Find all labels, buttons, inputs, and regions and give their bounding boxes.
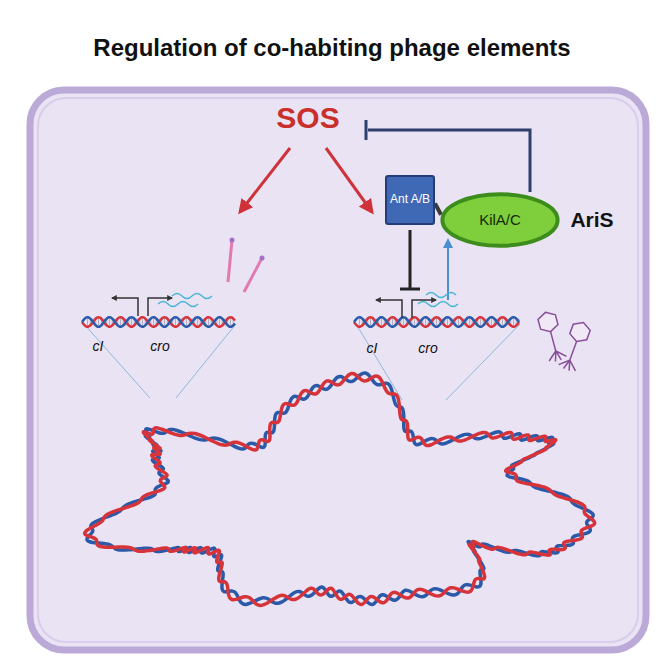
gene-label: cI (93, 338, 104, 354)
activation-arrow (326, 148, 372, 212)
gene-label: cI (367, 340, 378, 356)
zoom-lines (84, 324, 520, 400)
complex-link (435, 203, 441, 214)
gene-label: cro (418, 340, 437, 356)
inhibition-bar (400, 288, 420, 291)
expression-arrow (447, 240, 449, 300)
cell-inner (38, 98, 638, 642)
phage-particles (228, 240, 262, 292)
cell (30, 90, 646, 650)
dna-helix (82, 317, 519, 327)
phage-virions (537, 310, 592, 373)
inhibition-bar (365, 120, 368, 140)
chromosome (85, 373, 595, 605)
protein-oval: KilA/C (440, 192, 560, 248)
phage-particle-ends (230, 238, 265, 261)
title: Regulation of co-habiting phage elements (0, 34, 664, 62)
signal-label: SOS (276, 101, 339, 135)
protein-box: Ant A/B (385, 175, 435, 225)
node-text: KilA/C (479, 211, 521, 228)
activation-arrow (240, 148, 290, 212)
inhibition-line (409, 230, 412, 288)
system-label: AriS (570, 208, 613, 232)
transcripts (158, 293, 458, 307)
gene-label: cro (150, 338, 169, 354)
node-text: Ant A/B (390, 193, 430, 207)
promoter-arrows (112, 298, 436, 318)
